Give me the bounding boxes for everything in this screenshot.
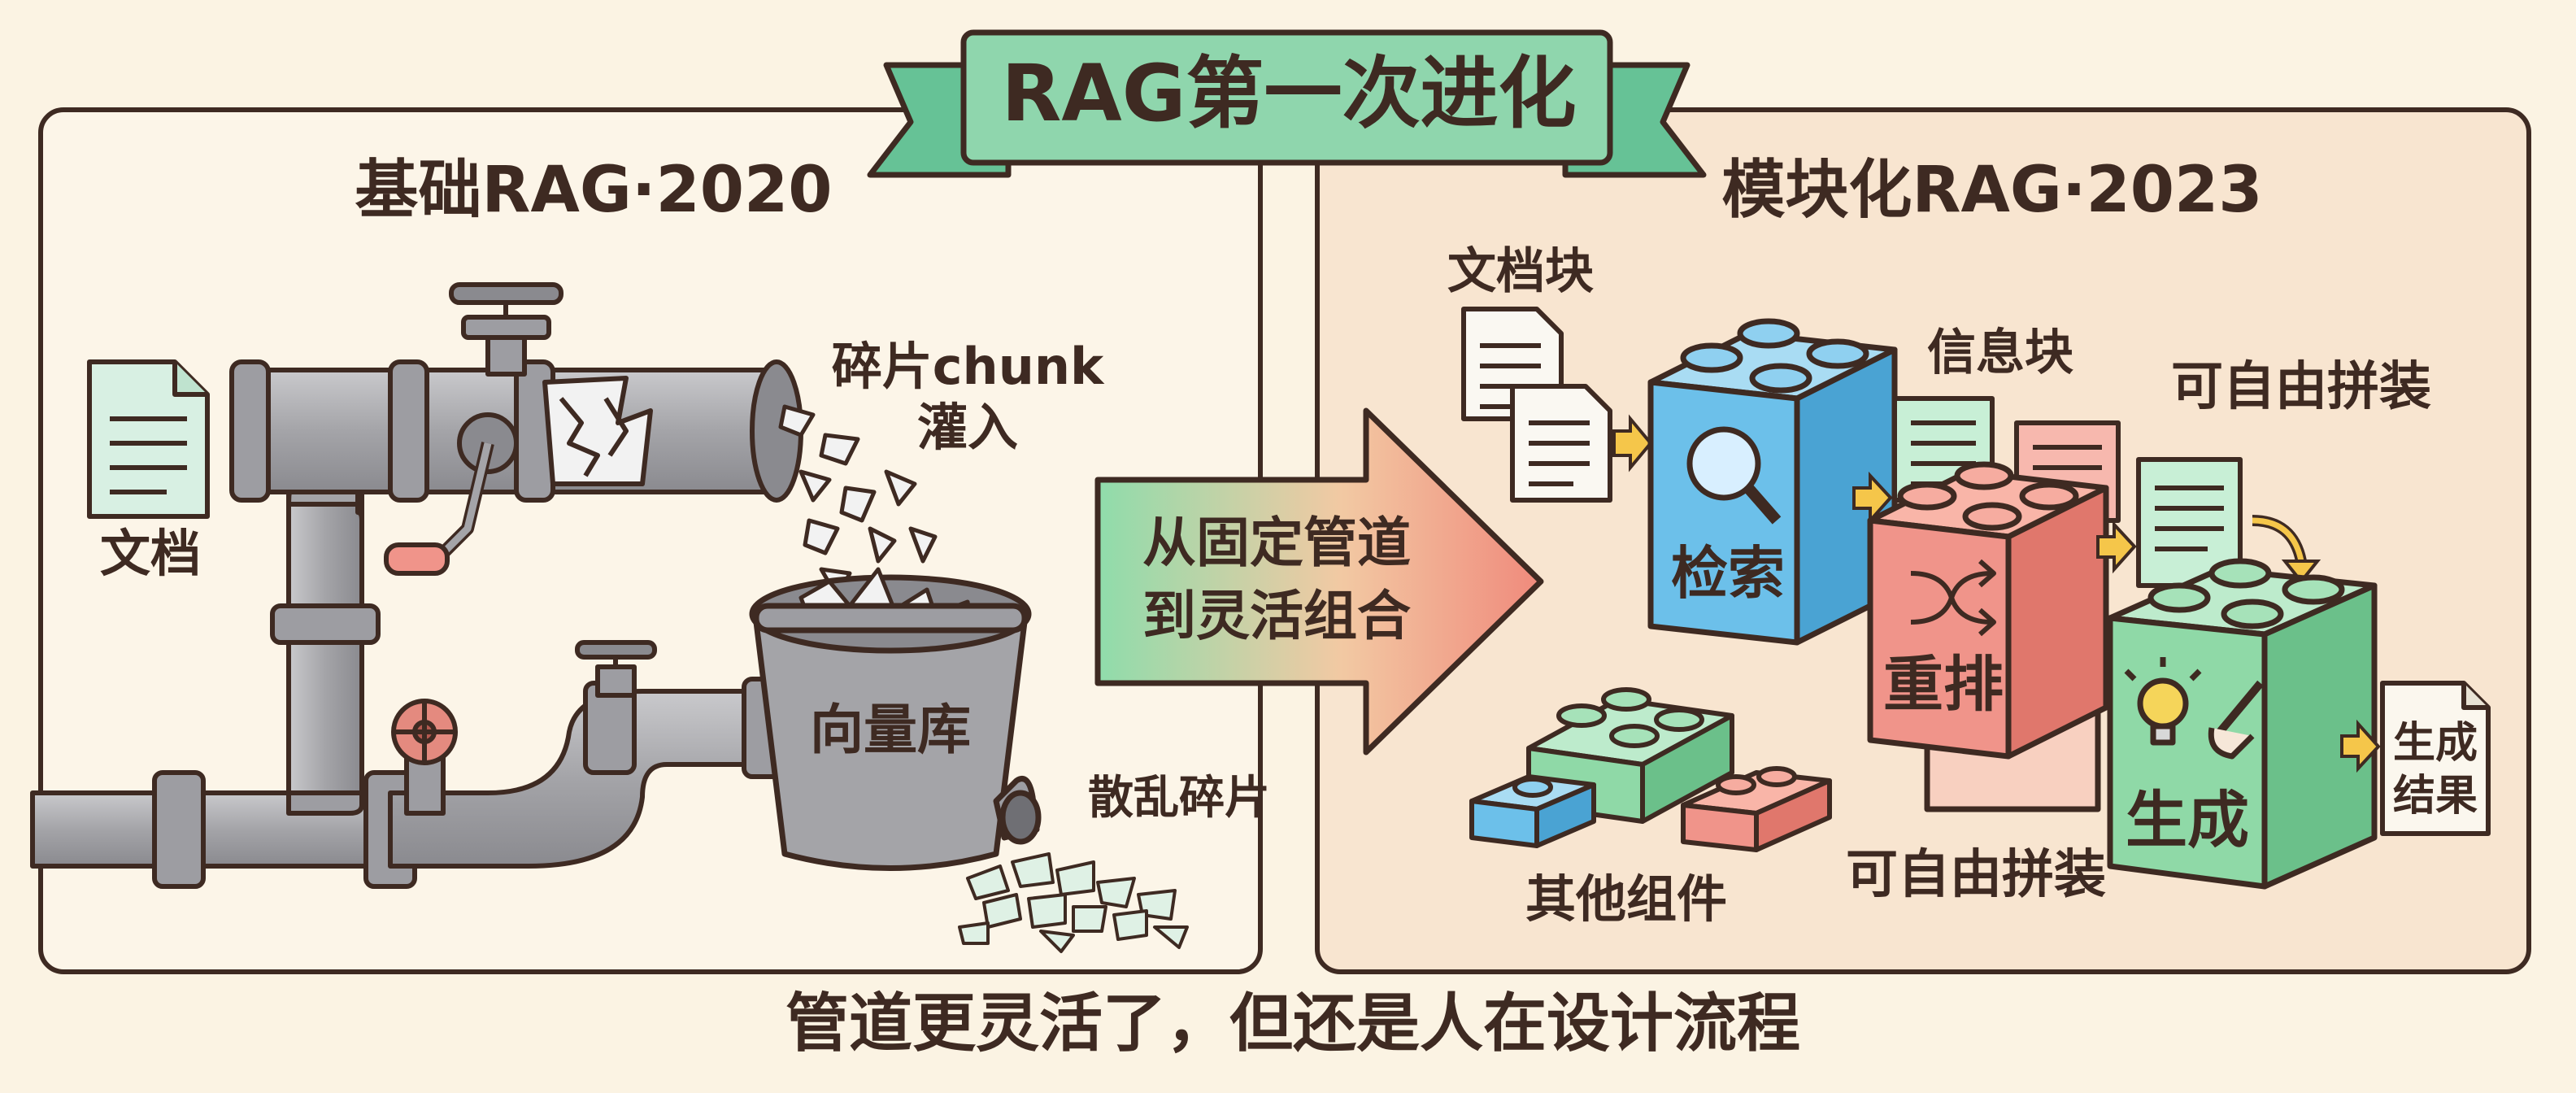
pipeline-system: [30, 282, 803, 889]
scattered-chunks-pile: [958, 852, 1189, 953]
banner-title: RAG第一次进化: [1001, 48, 1577, 139]
footer-caption: 管道更灵活了，但还是人在设计流程: [785, 987, 1800, 1060]
info-chunks-label: 信息块: [1927, 324, 2073, 381]
generate-input-card: [2136, 457, 2243, 588]
retrieve-label: 检索: [1671, 540, 1785, 607]
document-label: 文档: [99, 524, 201, 583]
rerank-label: 重排: [1883, 650, 2004, 720]
arrow-label-line1: 从固定管道: [1142, 512, 1411, 574]
arrow-into-retrieve-icon: [1612, 414, 1653, 472]
result-label-line1: 生成: [2392, 719, 2478, 768]
center-arrow: [1094, 407, 1544, 756]
document-chunks-label: 文档块: [1447, 243, 1594, 300]
free-assemble-top-label: 可自由拼装: [2171, 357, 2431, 417]
generate-label: 生成: [2126, 784, 2249, 856]
result-card: [2380, 681, 2491, 836]
arrow-into-generate-icon: [2096, 520, 2137, 574]
arrow-into-rerank-icon: [1852, 471, 1893, 525]
vector-store-bucket: [749, 567, 1042, 871]
scattered-chunks-label: 散乱碎片: [1088, 772, 1270, 825]
free-assemble-bottom-label: 可自由拼装: [1846, 845, 2106, 905]
arrow-into-result-icon: [2340, 719, 2381, 773]
rerank-block: [1867, 461, 2109, 812]
right-panel-title: 模块化RAG·2023: [1721, 154, 2263, 227]
other-component-bricks: [1469, 687, 1832, 852]
document-icon: [87, 359, 210, 519]
document-chunks-icon: [1461, 307, 1612, 503]
arrow-label-line2: 到灵活组合: [1142, 585, 1411, 647]
chunk-label-line1: 碎片chunk: [831, 337, 1104, 396]
vector-store-label: 向量库: [810, 699, 971, 761]
result-label-line2: 结果: [2392, 772, 2478, 821]
title-banner: [867, 29, 1707, 178]
left-panel-title: 基础RAG·2020: [355, 154, 833, 227]
generate-block: [2107, 558, 2378, 890]
chunk-label-line2: 灌入: [916, 398, 1018, 457]
other-components-label: 其他组件: [1525, 869, 1727, 929]
